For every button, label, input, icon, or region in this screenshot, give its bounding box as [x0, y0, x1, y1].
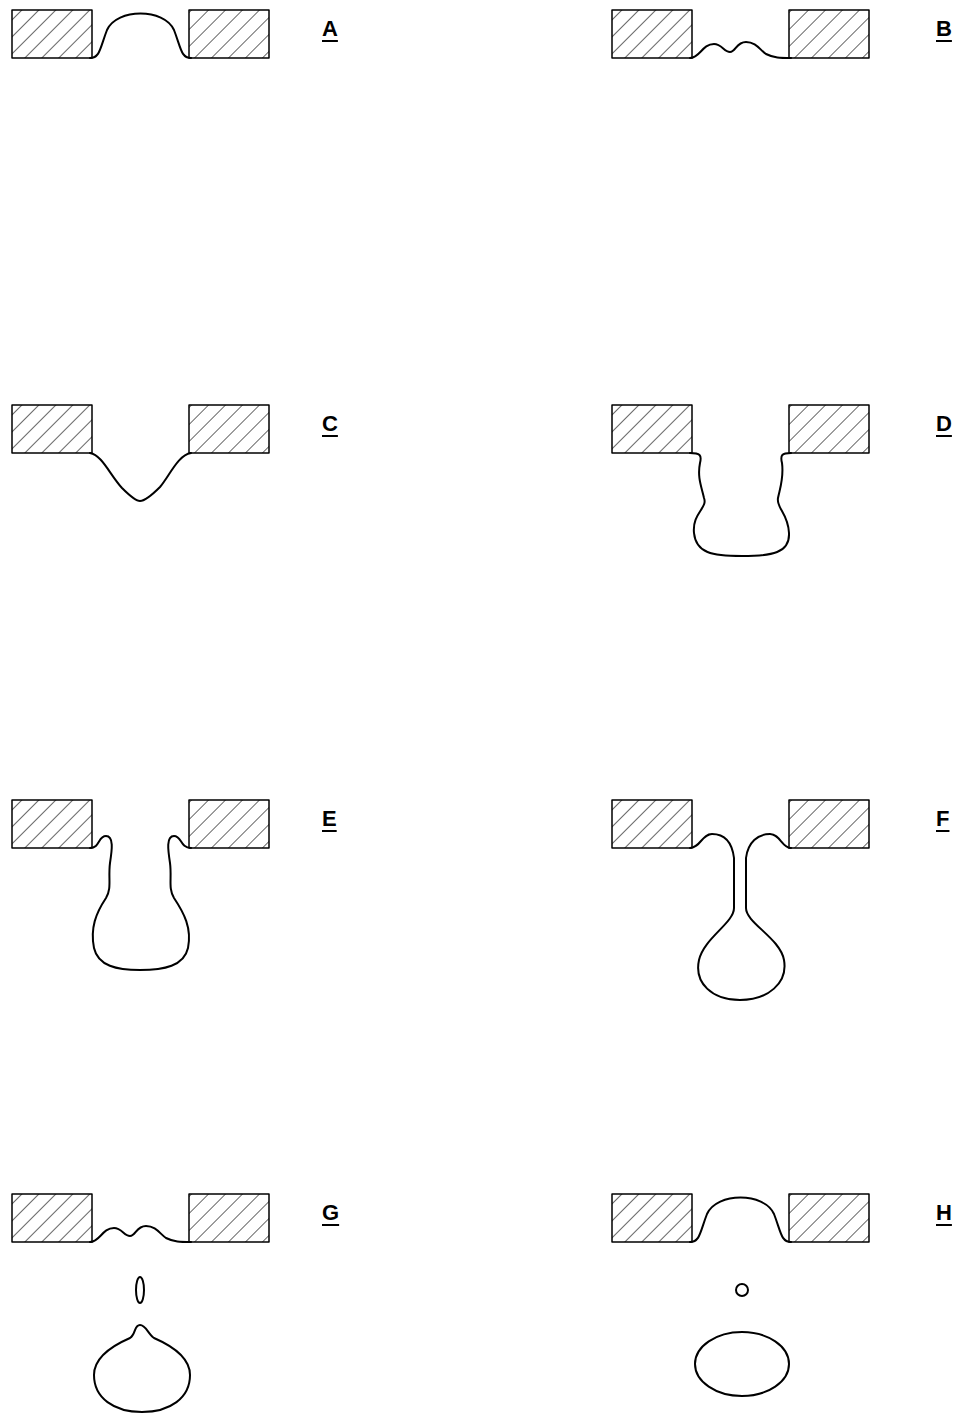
- panel-letter: B: [936, 16, 952, 42]
- orifice-panel: [612, 10, 869, 58]
- liquid-surface: [690, 42, 791, 58]
- orifice-plate: [612, 405, 869, 453]
- orifice-panel: [612, 1194, 869, 1396]
- detached-drop: [94, 1325, 190, 1412]
- orifice-plate: [612, 1194, 869, 1242]
- liquid-drop: [690, 453, 791, 556]
- orifice-panel: [12, 10, 269, 58]
- orifice-panel: [12, 1194, 269, 1412]
- liquid-surface: [90, 14, 191, 59]
- liquid-surface: [90, 453, 191, 501]
- panel-letter: G: [322, 1200, 339, 1226]
- panel-letter: D: [936, 411, 952, 437]
- panel-letter: F: [936, 806, 949, 832]
- orifice-plate: [612, 10, 869, 58]
- orifice-plate: [12, 1194, 269, 1242]
- orifice-panel: [612, 800, 869, 1000]
- liquid-surface: [90, 1226, 191, 1242]
- orifice-plate: [12, 405, 269, 453]
- panel-letter: C: [322, 411, 338, 437]
- satellite-droplet: [736, 1284, 748, 1296]
- orifice-panel: [12, 405, 269, 501]
- orifice-panel: [12, 800, 269, 970]
- orifice-plate: [12, 800, 269, 848]
- liquid-drop: [90, 836, 191, 970]
- panel-letter: H: [936, 1200, 952, 1226]
- liquid-surface: [690, 1198, 791, 1243]
- liquid-drop: [690, 834, 791, 1000]
- panel-letter: A: [322, 16, 338, 42]
- panel-letter: E: [322, 806, 337, 832]
- detached-drop: [695, 1332, 789, 1396]
- orifice-plate: [612, 800, 869, 848]
- orifice-plate: [12, 10, 269, 58]
- satellite-droplet: [136, 1277, 144, 1303]
- orifice-panel: [612, 405, 869, 556]
